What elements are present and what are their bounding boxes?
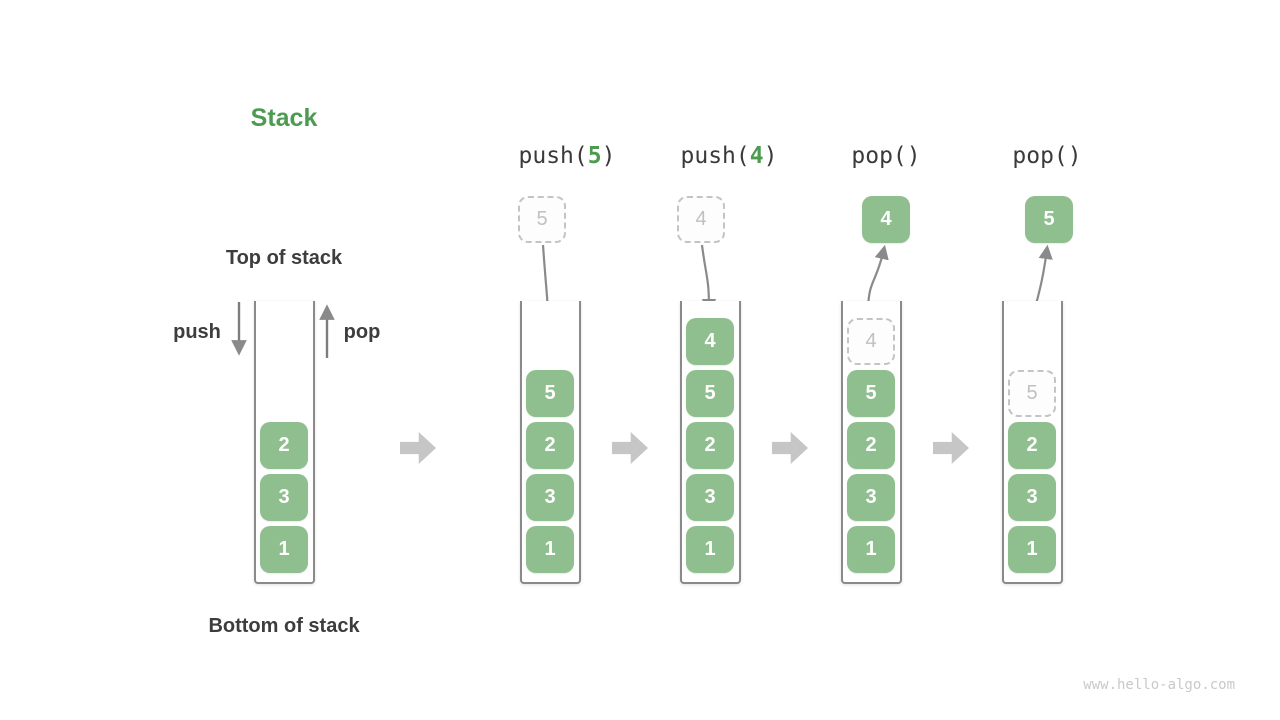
stack-cell: 1 <box>686 526 734 573</box>
top-of-stack-label: Top of stack <box>225 247 343 269</box>
stack-cell: 1 <box>1008 526 1056 573</box>
stack-cell: 5 <box>1008 370 1056 417</box>
stack-cell: 2 <box>847 422 895 469</box>
stack-cell: 2 <box>260 422 308 469</box>
stack-cell: 2 <box>1008 422 1056 469</box>
operation-label: push(4) <box>681 145 778 168</box>
floating-cell: 4 <box>677 196 725 243</box>
operation-label-part: 5 <box>587 143 602 169</box>
push-label: push <box>173 321 221 343</box>
push-flow-arrow-icon <box>700 244 717 314</box>
pop-flow-arrow-icon <box>866 244 889 310</box>
stack-cell: 2 <box>526 422 574 469</box>
operation-label: pop() <box>851 145 920 168</box>
stack-cell: 3 <box>1008 474 1056 521</box>
stack-cell: 4 <box>686 318 734 365</box>
pop-label: pop <box>343 321 381 343</box>
operation-label: pop() <box>1012 145 1081 168</box>
stack-cell: 1 <box>526 526 574 573</box>
operation-label: push(5) <box>519 145 616 168</box>
operation-label-part: ) <box>763 143 778 169</box>
stack-cell: 5 <box>686 370 734 417</box>
floating-cell: 4 <box>862 196 910 243</box>
stack-cell: 3 <box>686 474 734 521</box>
operation-label-part: pop() <box>1012 143 1082 169</box>
floating-cell: 5 <box>518 196 566 243</box>
stack-cell: 1 <box>847 526 895 573</box>
step-arrow-icon <box>772 432 808 464</box>
stack-cell: 1 <box>260 526 308 573</box>
stack-cell: 3 <box>847 474 895 521</box>
watermark: www.hello-algo.com <box>1083 677 1235 693</box>
step-arrow-icon <box>933 432 969 464</box>
operation-label-part: push( <box>680 143 750 169</box>
stack-cell: 2 <box>686 422 734 469</box>
operation-label-part: 4 <box>749 143 764 169</box>
operation-label-part: push( <box>518 143 588 169</box>
stack-cell: 3 <box>526 474 574 521</box>
stack-cell: 3 <box>260 474 308 521</box>
stack-cell: 5 <box>526 370 574 417</box>
step-arrow-icon <box>400 432 436 464</box>
floating-cell: 5 <box>1025 196 1073 243</box>
operation-label-part: pop() <box>851 143 921 169</box>
bottom-of-stack-label: Bottom of stack <box>208 615 360 637</box>
diagram-title: Stack <box>250 104 318 132</box>
step-arrow-icon <box>612 432 648 464</box>
operation-label-part: ) <box>601 143 616 169</box>
stack-cell: 5 <box>847 370 895 417</box>
stack-cell: 4 <box>847 318 895 365</box>
